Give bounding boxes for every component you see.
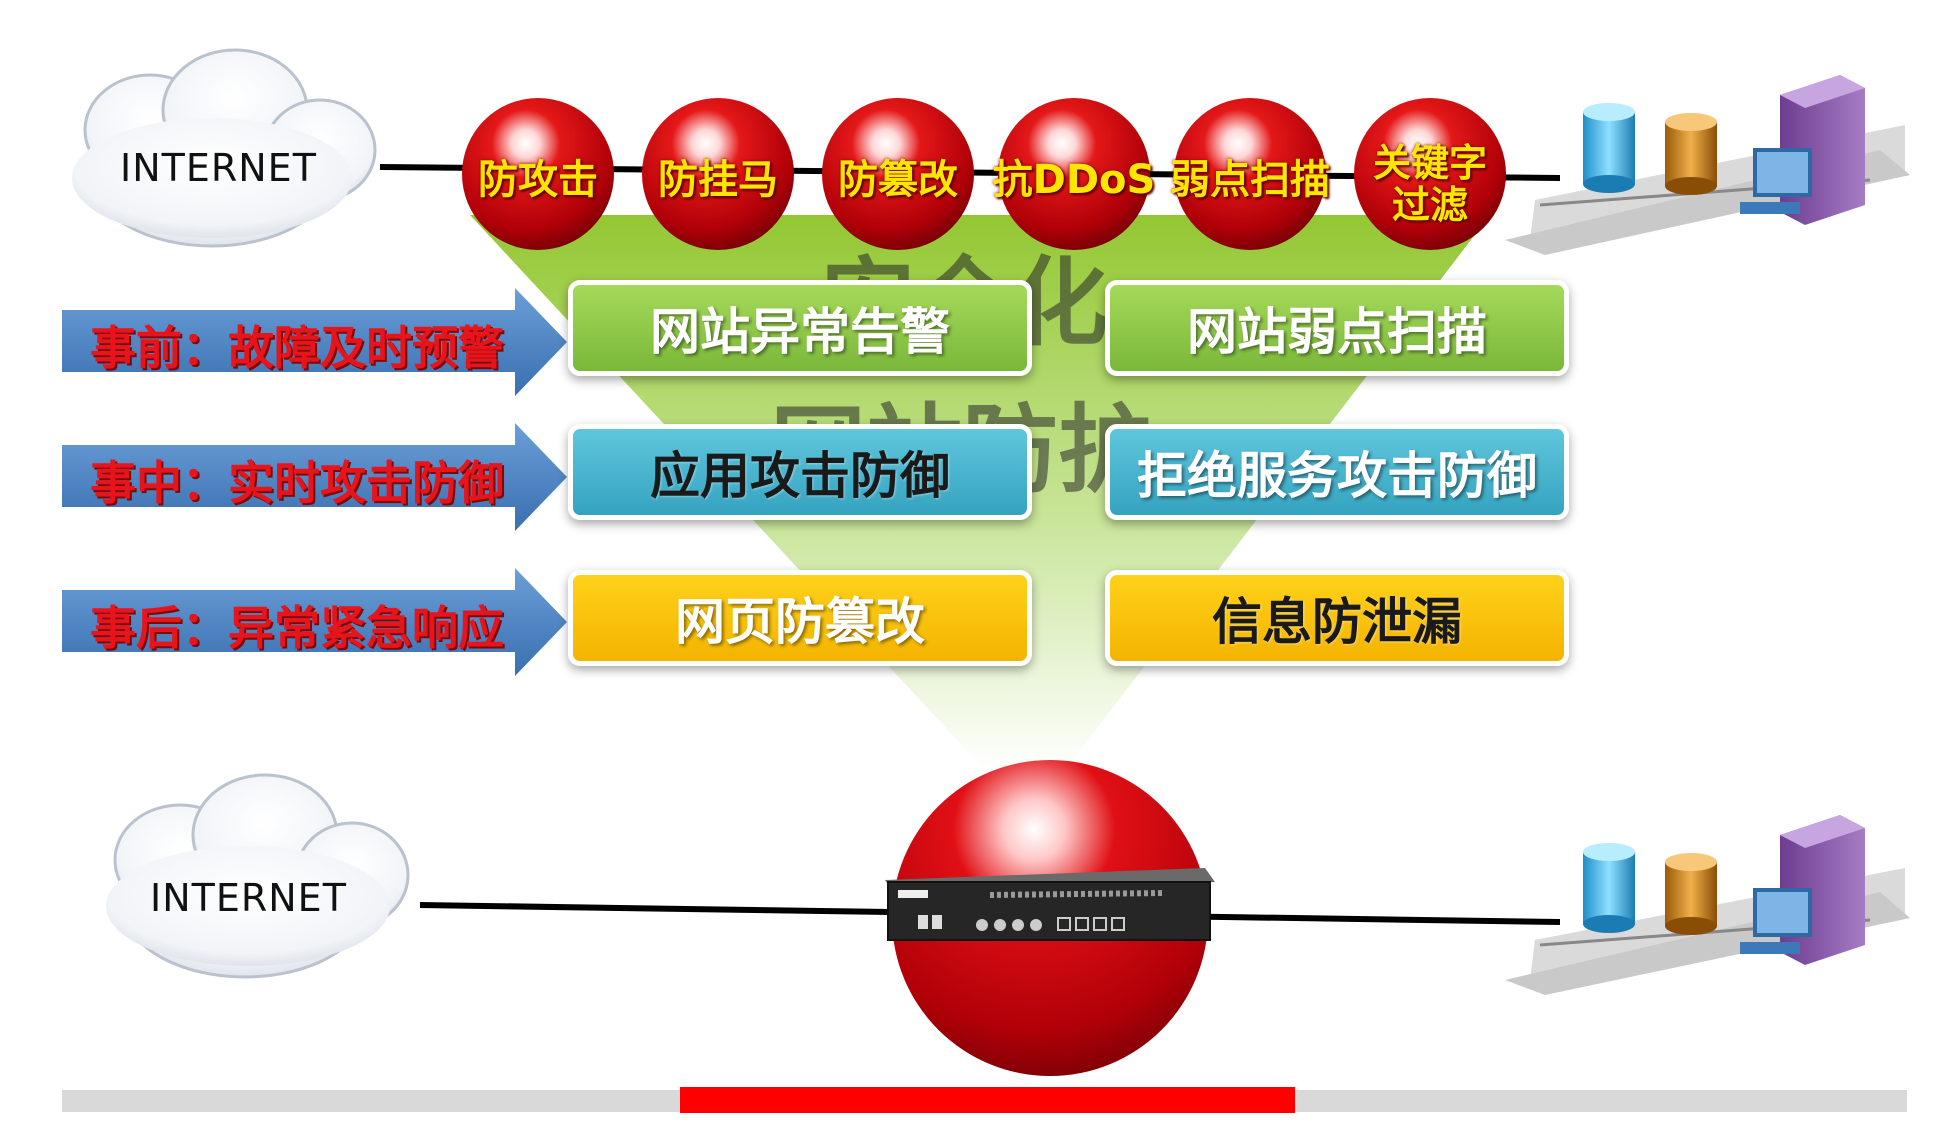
monitor-icon <box>1740 888 1812 954</box>
badge-ball <box>462 98 614 250</box>
badge-ball <box>1354 98 1506 250</box>
card-label: 网站弱点扫描 <box>1187 303 1487 361</box>
database-icon <box>1583 103 1635 193</box>
card-site-vuln-scan: 网站弱点扫描 <box>1105 280 1569 376</box>
database-icon <box>1665 853 1717 935</box>
phase-arrow <box>62 288 567 396</box>
badge-ball <box>822 98 974 250</box>
phase-after: 事后：异常紧急响应 <box>90 601 504 655</box>
badge-anti-attack: 防攻击 <box>478 157 598 203</box>
cloud-icon <box>72 48 377 248</box>
card-label: 应用攻击防御 <box>650 447 950 505</box>
phase-arrow <box>62 423 567 531</box>
card-label: 网站异常告警 <box>650 303 950 361</box>
card-site-anomaly-alert: 网站异常告警 <box>568 280 1032 376</box>
card-dos-defense: 拒绝服务攻击防御 <box>1105 424 1569 520</box>
badge-anti-ddos: 抗DDoS <box>992 157 1156 203</box>
bottom-bar-highlight <box>680 1087 1295 1113</box>
database-icon <box>1583 843 1635 933</box>
card-label: 信息防泄漏 <box>1212 593 1462 651</box>
badge-ball <box>998 98 1150 250</box>
card-app-attack-defense: 应用攻击防御 <box>568 424 1032 520</box>
badge-ball <box>1174 98 1326 250</box>
server-cluster <box>1505 815 1910 995</box>
cloud-icon <box>106 773 410 979</box>
badge-anti-tamper: 防篡改 <box>838 157 958 203</box>
network-appliance-icon <box>885 868 1215 941</box>
internet-label-bottom: INTERNET <box>150 876 347 920</box>
card-label: 拒绝服务攻击防御 <box>1137 447 1537 505</box>
badge-anti-trojan: 防挂马 <box>658 157 778 203</box>
database-icon <box>1665 113 1717 195</box>
card-label: 网页防篡改 <box>675 593 925 651</box>
phase-during: 事中：实时攻击防御 <box>90 456 504 510</box>
phase-arrow <box>62 568 567 676</box>
phase-before: 事前：故障及时预警 <box>90 321 504 375</box>
card-web-anti-tamper: 网页防篡改 <box>568 570 1032 666</box>
badge-vuln-scan: 弱点扫描 <box>1170 157 1330 203</box>
internet-label-top: INTERNET <box>120 146 317 190</box>
badge-keyword-filter: 关键字 过滤 <box>1372 141 1487 227</box>
server-cluster <box>1505 75 1910 255</box>
monitor-icon <box>1740 148 1812 214</box>
badge-ball <box>642 98 794 250</box>
card-info-leak-prevention: 信息防泄漏 <box>1105 570 1569 666</box>
